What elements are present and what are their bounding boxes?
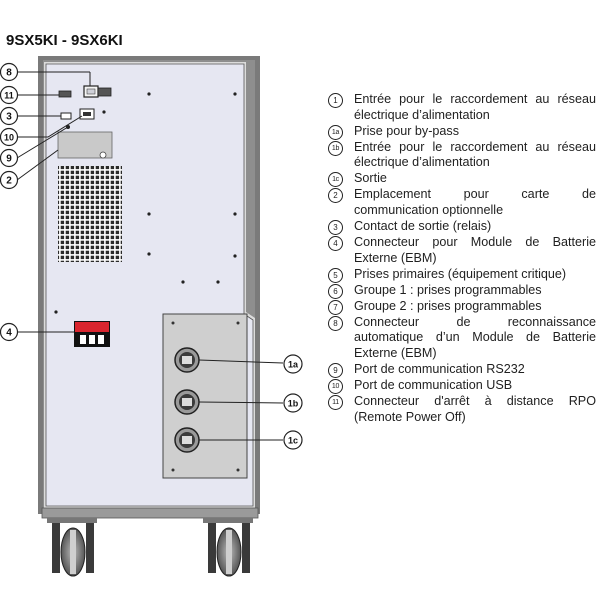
legend-item: 5 Prises primaires (équipement critique) (328, 267, 596, 283)
callout-2: 2 (0, 170, 19, 190)
legend-text: Sortie (354, 171, 387, 186)
legend-text: Emplacement pour carte de communication … (354, 187, 596, 217)
legend-item: 2 Emplacement pour carte de communication… (328, 187, 596, 218)
svg-text:10: 10 (4, 133, 14, 143)
callout-9: 9 (0, 148, 19, 168)
legend-number-badge: 7 (328, 299, 343, 315)
caster-left (47, 518, 97, 577)
legend-text: Prises primaires (équipement critique) (354, 266, 567, 281)
ups-rear-panel-diagram: 8 11 3 10 9 2 4 1a 1b 1c (0, 56, 303, 577)
legend-text: Contact de sortie (relais) (354, 218, 492, 233)
socket-input (174, 389, 200, 415)
legend-number-badge: 2 (328, 188, 343, 204)
socket-bypass (174, 347, 200, 373)
callout-4: 4 (0, 322, 19, 342)
svg-text:4: 4 (6, 328, 12, 339)
legend-number-badge: 6 (328, 283, 343, 299)
legend-item: 6 Groupe 1 : prises programmables (328, 283, 596, 299)
svg-text:3: 3 (6, 112, 12, 123)
ventilation-grid (58, 166, 122, 262)
legend-item: 1b Entrée pour le raccordement au réseau … (328, 140, 596, 171)
top-connectors (58, 85, 112, 129)
svg-text:1b: 1b (288, 399, 299, 409)
leader-lines (16, 71, 284, 441)
legend-item: 1 Entrée pour le raccordement au réseau é… (328, 92, 596, 123)
legend-number-badge: 1 (328, 93, 343, 108)
svg-text:2: 2 (6, 176, 12, 187)
callout-1b: 1b (283, 393, 303, 413)
legend-number-badge: 1b (328, 140, 343, 156)
svg-text:8: 8 (6, 68, 12, 79)
callout-11: 11 (0, 85, 19, 105)
legend-number-badge: 10 (328, 379, 343, 395)
comm-card-slot (57, 131, 113, 159)
legend-text: Connecteur pour Module de Batterie Exter… (354, 235, 596, 265)
legend-item: 1a Prise pour by-pass (328, 124, 596, 140)
svg-text:1a: 1a (288, 360, 299, 370)
socket-output (174, 427, 200, 453)
legend-item: 8 Connecteur de reconnaissance automatiqu… (328, 315, 596, 362)
ebm-connector (74, 321, 110, 347)
legend-text: Entrée pour le raccordement au réseau él… (354, 92, 596, 122)
legend-number-badge: 11 (328, 395, 343, 411)
legend-text: Connecteur d'arrêt à distance RPO (Remot… (354, 394, 596, 424)
legend-item: 9 Port de communication RS232 (328, 362, 596, 379)
legend-item: 11 Connecteur d'arrêt à distance RPO (Rem… (328, 394, 596, 425)
legend-text: Groupe 2 : prises programmables (354, 298, 542, 313)
diagram-title: 9SX5KI - 9SX6KI (6, 32, 123, 49)
callout-3: 3 (0, 106, 19, 126)
callout-10: 10 (0, 127, 19, 147)
caster-right (203, 518, 253, 577)
legend-text: Groupe 1 : prises programmables (354, 282, 542, 297)
svg-text:1c: 1c (288, 436, 298, 446)
callout-8: 8 (0, 62, 19, 82)
legend-text: Port de communication USB (354, 378, 513, 393)
legend-text: Prise pour by-pass (354, 123, 459, 138)
legend-item: 4 Connecteur pour Module de Batterie Exte… (328, 235, 596, 266)
legend-item: 3 Contact de sortie (relais) (328, 219, 596, 235)
socket-plate (162, 313, 248, 479)
svg-text:11: 11 (4, 91, 14, 101)
callout-1a: 1a (283, 354, 303, 374)
legend-number-badge: 4 (328, 236, 343, 252)
legend-item: 1c Sortie (328, 171, 596, 188)
svg-text:9: 9 (6, 154, 12, 165)
legend-item: 10 Port de communication USB (328, 378, 596, 395)
legend-text: Connecteur de reconnaissance automatique… (354, 314, 596, 360)
legend-text: Entrée pour le raccordement au réseau él… (354, 139, 596, 170)
legend-number-badge: 9 (328, 363, 343, 379)
legend-number-badge: 1a (328, 124, 343, 140)
legend-number-badge: 1c (328, 172, 343, 188)
legend-item: 7 Groupe 2 : prises programmables (328, 299, 596, 315)
legend-text: Port de communication RS232 (354, 362, 525, 377)
legend-number-badge: 3 (328, 219, 343, 235)
legend-number-badge: 8 (328, 315, 343, 331)
cabinet-base (41, 507, 259, 519)
legend-number-badge: 5 (328, 267, 343, 283)
panel-screws (54, 92, 237, 318)
callout-1c: 1c (283, 430, 303, 450)
